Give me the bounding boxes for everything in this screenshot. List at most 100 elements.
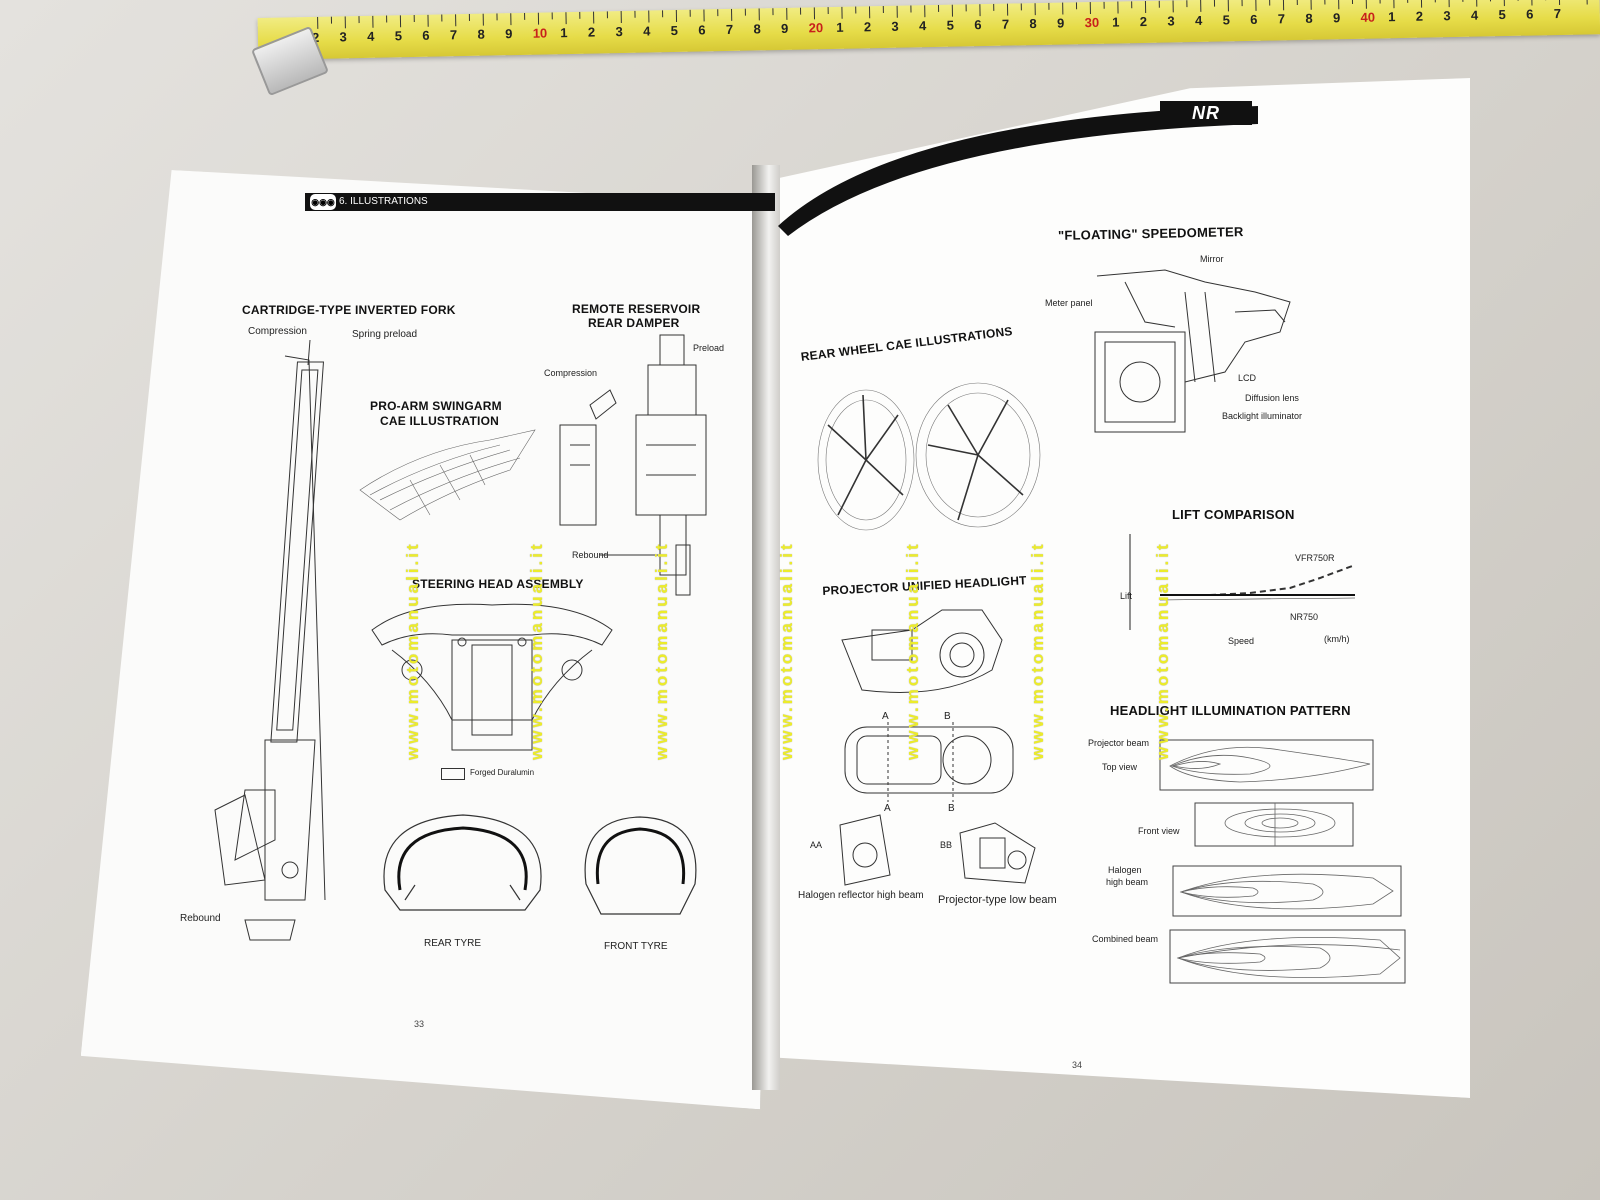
tape-number: 5 <box>394 28 403 44</box>
tape-number: 5 <box>1222 12 1230 28</box>
tape-number: 8 <box>1305 10 1313 26</box>
forged-duralumin-swatch <box>441 768 465 780</box>
projector-low-beam-drawing <box>955 818 1045 893</box>
tape-number: 2 <box>1139 13 1148 30</box>
tape-number: 6 <box>1526 6 1534 22</box>
tape-number: 2 <box>587 24 596 40</box>
tape-number: 7 <box>449 27 458 43</box>
right-page <box>770 78 1470 1098</box>
tape-number: 8 <box>1029 16 1037 32</box>
left-page-number: 33 <box>414 1019 425 1029</box>
tape-number: 5 <box>670 22 679 39</box>
fork-drawing <box>205 340 335 940</box>
swingarm-title-2: CAE ILLUSTRATION <box>380 414 499 428</box>
lift-unit-label: (km/h) <box>1324 634 1350 644</box>
tape-number: 4 <box>1194 12 1203 29</box>
pattern-halogen-label-1: Halogen <box>1108 865 1142 875</box>
headlight-section-b-top: B <box>944 711 951 722</box>
projector-low-beam-label: Projector-type low beam <box>938 894 1057 906</box>
speedometer-backlight-label: Backlight illuminator <box>1222 411 1303 421</box>
watermark-1: www.motomanuali.it <box>403 541 422 760</box>
watermark-5: www.motomanuali.it <box>903 541 922 760</box>
steering-head-drawing <box>372 600 612 760</box>
damper-preload-label: Preload <box>693 343 725 353</box>
pattern-combined-plot <box>1170 930 1407 985</box>
pattern-projector-beam-label: Projector beam <box>1088 738 1150 748</box>
fork-rebound-label: Rebound <box>180 913 221 924</box>
swingarm-mesh-drawing <box>360 430 540 530</box>
front-tyre-drawing <box>578 814 703 924</box>
section-header-bar: 6. ILLUSTRATIONS <box>305 193 775 211</box>
tape-number: 5 <box>1498 7 1506 23</box>
lift-series-a-label: VFR750R <box>1295 553 1335 563</box>
watermark-2: www.motomanuali.it <box>527 541 546 760</box>
lift-series-vfr750r <box>1160 565 1355 595</box>
tape-number: 1 <box>1388 9 1396 25</box>
tape-number: 4 <box>1470 7 1479 23</box>
damper-title-1: REMOTE RESERVOIR <box>572 302 701 316</box>
tape-number: 1 <box>836 19 844 35</box>
tape-number: 3 <box>1443 8 1451 24</box>
tape-number: 40 <box>1360 9 1376 25</box>
tape-number: 20 <box>808 20 824 36</box>
pattern-front-view-plot <box>1195 803 1355 848</box>
rear-tyre-drawing <box>375 810 550 920</box>
pattern-top-view-plot <box>1160 740 1375 792</box>
pattern-title: HEADLIGHT ILLUMINATION PATTERN <box>1110 703 1351 718</box>
damper-compression-label: Compression <box>544 368 598 378</box>
watermark-3: www.motomanuali.it <box>652 541 671 760</box>
watermark-6: www.motomanuali.it <box>1028 541 1047 760</box>
tape-number: 8 <box>477 26 485 42</box>
watermark-7: www.motomanuali.it <box>1153 541 1172 760</box>
tape-number: 7 <box>1001 16 1010 32</box>
tape-number: 1 <box>560 25 568 41</box>
tape-number: 6 <box>1250 11 1258 27</box>
tape-number: 7 <box>1553 5 1562 22</box>
lift-ylabel: Lift <box>1120 591 1133 601</box>
pattern-front-view-label: Front view <box>1138 826 1180 836</box>
fork-compression-label: Compression <box>248 326 307 337</box>
lift-series-b-label: NR750 <box>1290 612 1319 622</box>
pattern-top-view-label: Top view <box>1102 762 1138 772</box>
tape-number: 7 <box>725 21 734 38</box>
halogen-reflector-drawing <box>830 815 900 890</box>
fork-title: CARTRIDGE-TYPE INVERTED FORK <box>242 303 456 317</box>
nr-logo: NR <box>1160 101 1252 125</box>
tape-number: 2 <box>1415 8 1424 24</box>
speedometer-meter-panel-label: Meter panel <box>1045 298 1093 308</box>
tape-number: 1 <box>1112 14 1120 30</box>
booklet-spine <box>752 165 780 1090</box>
headlight-section-a-top: A <box>882 711 889 722</box>
forged-duralumin-label: Forged Duralumin <box>470 768 535 777</box>
tape-number: 30 <box>1084 14 1100 31</box>
speedometer-diffusion-lens-label: Diffusion lens <box>1245 393 1299 403</box>
lift-title: LIFT COMPARISON <box>1172 507 1295 522</box>
tape-number: 9 <box>780 20 789 36</box>
headlight-section-a-bottom: A <box>884 803 891 814</box>
tape-number: 3 <box>339 29 347 45</box>
tape-number: 8 <box>753 21 761 37</box>
right-page-number: 34 <box>1072 1060 1083 1070</box>
damper-rebound-label: Rebound <box>572 550 609 560</box>
pattern-halogen-plot <box>1173 866 1403 918</box>
section-title: 6. ILLUSTRATIONS <box>339 196 428 207</box>
headlight-front-drawing <box>843 722 1015 802</box>
rear-tyre-label: REAR TYRE <box>424 938 482 949</box>
tape-number: 9 <box>504 26 513 42</box>
front-tyre-label: FRONT TYRE <box>604 941 668 952</box>
lift-xlabel: Speed <box>1228 636 1255 646</box>
headlight-section-aa: AA <box>810 840 823 850</box>
watermark-4: www.motomanuali.it <box>777 541 796 760</box>
headlight-section-bb: BB <box>940 840 953 850</box>
pattern-halogen-label-2: high beam <box>1106 877 1149 887</box>
headlight-side-drawing <box>842 600 1012 705</box>
tape-number: 3 <box>1167 13 1175 29</box>
speedometer-drawing <box>1085 262 1295 442</box>
honda-wing-icon: ◉◉◉ <box>310 194 336 210</box>
tape-number: 4 <box>367 28 375 44</box>
tape-number: 9 <box>1056 15 1065 31</box>
fork-spring-preload-label: Spring preload <box>352 329 418 340</box>
tape-number: 7 <box>1277 11 1286 27</box>
damper-drawing <box>550 335 720 605</box>
